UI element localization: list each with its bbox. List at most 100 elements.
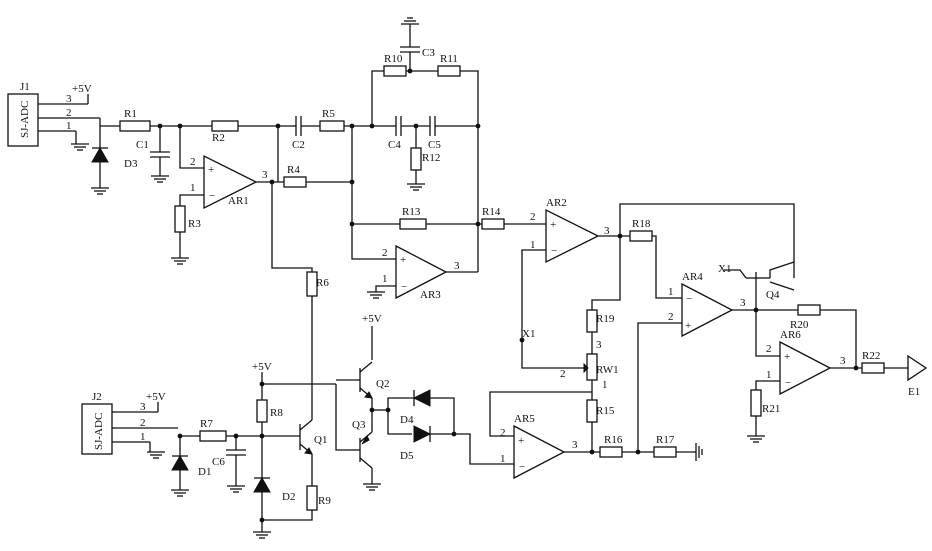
opamp-ar2: +− AR2 2 1 3 (530, 197, 610, 262)
r7-label: R7 (200, 418, 213, 430)
svg-text:+: + (518, 435, 524, 447)
resistor-r4: R4 (284, 164, 306, 187)
svg-text:−: − (785, 377, 791, 389)
svg-text:−: − (551, 245, 557, 257)
net-x1: X1 (718, 263, 731, 275)
resistor-r19: R19 (587, 310, 615, 332)
svg-text:+: + (208, 164, 214, 176)
resistor-r13: R13 (400, 206, 426, 229)
j1-ref: J1 (20, 81, 30, 93)
resistor-r8: R8 (257, 400, 283, 422)
ar3-pin-out: 3 (454, 260, 460, 272)
r9-label: R9 (318, 495, 331, 507)
d5-label: D5 (400, 450, 414, 462)
opamp-ar3: +− AR3 2 1 3 (382, 246, 460, 301)
resistor-r21: R21 (747, 390, 780, 442)
svg-text:−: − (209, 190, 215, 202)
ar5-pin-inv: 1 (500, 453, 506, 465)
r14-label: R14 (482, 206, 501, 218)
capacitor-c2: C2 (292, 116, 320, 151)
r3-label: R3 (188, 218, 201, 230)
r1-label: R1 (124, 108, 137, 120)
r12-label: R12 (422, 152, 440, 164)
r17-label: R17 (656, 434, 675, 446)
r8-label: R8 (270, 407, 283, 419)
e1-label: E1 (908, 386, 920, 398)
svg-text:−: − (686, 293, 692, 305)
q3-label: Q3 (352, 419, 366, 431)
r19-label: R19 (596, 313, 615, 325)
r11-label: R11 (440, 53, 458, 65)
q4-label: Q4 (766, 289, 780, 301)
ar6-pin-inv: 1 (766, 369, 772, 381)
svg-text:−: − (401, 281, 407, 293)
transistor-q3: Q3 (350, 419, 372, 468)
ar4-pin-out: 3 (740, 297, 746, 309)
resistor-r22: R22 (862, 350, 884, 373)
d1-label: D1 (198, 466, 211, 478)
ar6-pin-noninv: 2 (766, 343, 772, 355)
resistor-r6: R6 (307, 272, 329, 296)
c5-label: C5 (428, 139, 441, 151)
ar3-pin-noninv: 2 (382, 247, 388, 259)
resistor-r10: R10 (384, 53, 406, 76)
resistor-r5: R5 (320, 108, 344, 131)
ar1-pin-inv: 1 (190, 182, 196, 194)
ar1-pin-noninv: 2 (190, 156, 196, 168)
ar2-pin-noninv: 2 (530, 211, 536, 223)
r21-label: R21 (762, 403, 780, 415)
resistor-r7: R7 (200, 418, 226, 441)
output-e1: E1 (908, 356, 926, 398)
ar4-pin-noninv: 2 (668, 311, 674, 323)
r16-label: R16 (604, 434, 623, 446)
ar2-pin-inv: 1 (530, 239, 536, 251)
resistor-r15: R15 (587, 400, 615, 422)
ar1-label: AR1 (228, 195, 249, 207)
capacitor-c3: C3 (400, 18, 435, 71)
capacitor-c6: C6 (212, 436, 246, 492)
j2-supply: +5V (146, 391, 166, 403)
ar3-pin-inv: 1 (382, 273, 388, 285)
ar4-label: AR4 (682, 271, 703, 283)
ar4-pin-inv: 1 (668, 286, 674, 298)
ar3-label: AR3 (420, 289, 441, 301)
resistor-r11: R11 (438, 53, 460, 76)
transistor-q4: Q4 (746, 262, 794, 301)
diode-d4: D4 (400, 390, 430, 426)
svg-text:+: + (550, 219, 556, 231)
resistor-r20: R20 (790, 305, 820, 331)
ar6-pin-out: 3 (840, 355, 846, 367)
resistor-r1: R1 (120, 108, 150, 131)
resistor-r14: R14 (482, 206, 504, 229)
r13-label: R13 (402, 206, 421, 218)
j1-body: SJ-ADC (19, 101, 31, 138)
capacitor-c4: C4 (388, 116, 401, 151)
diode-d5: D5 (400, 426, 430, 462)
j2-ref: J2 (92, 391, 102, 403)
c4-label: C4 (388, 139, 401, 151)
opamp-ar4: −+ AR4 1 2 3 (668, 271, 746, 336)
opamp-ar6: +− AR6 2 1 3 (766, 329, 846, 394)
opamp-ar5: +− AR5 2 1 3 (500, 413, 578, 478)
ar6-label: AR6 (780, 329, 801, 341)
svg-text:−: − (519, 461, 525, 473)
r22-label: R22 (862, 350, 880, 362)
supply-mid: +5V (362, 313, 382, 325)
q2-label: Q2 (376, 378, 389, 390)
connector-j2: J2 SJ-ADC 3 2 1 +5V (82, 391, 178, 458)
potentiometer-rw1: RW1 3 2 1 (560, 339, 619, 391)
resistor-r9: R9 (307, 486, 331, 510)
j1-pin1: 1 (66, 120, 72, 132)
r5-label: R5 (322, 108, 335, 120)
c1-label: C1 (136, 139, 149, 151)
rw1-label: RW1 (596, 364, 619, 376)
connector-j1: J1 SJ-ADC 3 2 1 +5V (8, 81, 100, 150)
net-x1-pot: X1 (522, 328, 535, 340)
ar5-pin-out: 3 (572, 439, 578, 451)
resistor-r17: R17 (654, 434, 676, 457)
r15-label: R15 (596, 405, 615, 417)
diode-d2: D2 (253, 478, 295, 538)
ar2-pin-out: 3 (604, 225, 610, 237)
c3-label: C3 (422, 47, 435, 59)
resistor-r2: R2 (212, 121, 238, 144)
